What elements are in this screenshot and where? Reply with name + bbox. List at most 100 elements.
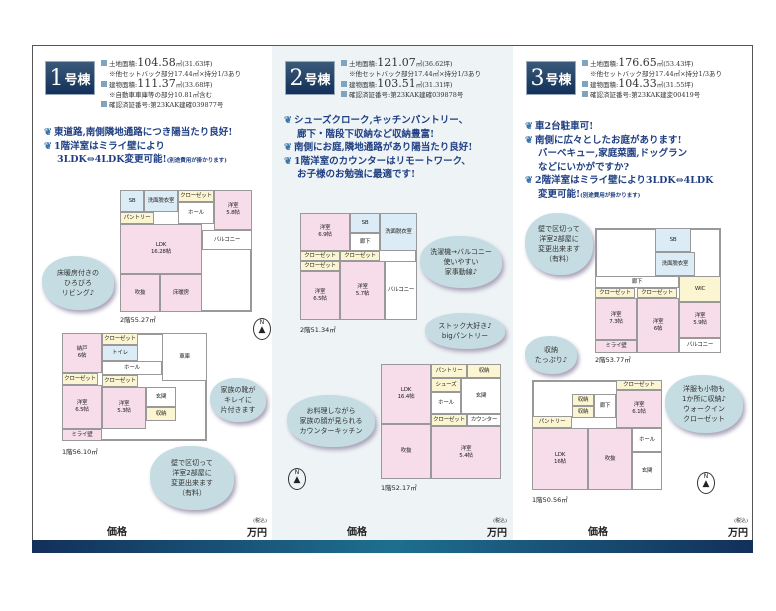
room: 吹抜 — [381, 424, 431, 479]
leaf-icon: ❦ — [44, 127, 52, 138]
land-unit: ㎡(53.43坪) — [656, 60, 694, 68]
building-number: 3 — [530, 65, 545, 91]
feature-line: ❦車2台駐車可! — [525, 121, 594, 132]
land-label: 土地面積: — [349, 60, 378, 68]
floor1-area: 1階50.56㎡ — [532, 496, 568, 504]
room: WIC — [679, 276, 721, 302]
price-unit: (税込)万円 — [728, 518, 748, 539]
floor2-area: 2階51.34㎡ — [300, 326, 336, 334]
room: クローゼット — [637, 288, 677, 298]
room: クローゼット — [102, 375, 138, 387]
building-area-value: 111.37 — [137, 77, 176, 90]
room: 吹抜 — [588, 428, 632, 490]
feature-line: などにいかがですか? — [538, 161, 630, 173]
floor2-area: 2階55.27㎡ — [120, 316, 156, 324]
room: クローゼット — [102, 333, 138, 345]
room: ホール — [178, 202, 214, 224]
room: 洋室 5.8帖 — [214, 190, 252, 230]
room: ホール — [431, 392, 461, 414]
price-label: 価格 — [588, 527, 608, 538]
footer-band — [32, 540, 753, 553]
certificate-number: 確認済証番号:第23KAK建変00419号 — [590, 91, 701, 99]
leaf-icon: ❦ — [284, 142, 292, 153]
callout-bubble: 収納 たっぷり♪ — [525, 336, 577, 374]
room: 収納 — [572, 406, 594, 418]
callout-bubble: 洋服も小物も 1か所に収納♪ ウォークイン クローゼット — [665, 375, 743, 433]
floor2-area: 2階53.77㎡ — [595, 356, 631, 364]
building-suffix: 号棟 — [64, 72, 91, 88]
room: LDK 16.28帖 — [120, 224, 202, 274]
land-unit: ㎡(31.63坪) — [175, 60, 213, 68]
building-number: 2 — [289, 65, 304, 91]
room: 収納 — [572, 394, 594, 406]
room: バルコニー — [679, 338, 721, 353]
feature-line: ❦東道路,南側隣地通路につき陽当たり良好! — [44, 127, 233, 138]
building-number: 1 — [49, 65, 64, 91]
room: バルコニー — [385, 261, 417, 320]
room: ミライ壁 — [62, 429, 102, 441]
building-area-label: 建物面積: — [349, 81, 378, 89]
specs: 土地面積:176.65㎡(53.43坪) ※他セットバック部分17.44㎡×持分… — [582, 57, 747, 100]
room: パントリー — [431, 364, 467, 378]
room: LDK 16.4帖 — [381, 364, 431, 424]
room: 床暖房 — [160, 274, 202, 312]
room: ミライ壁 — [595, 340, 637, 353]
building-note: ※自動車車庫等の部分10.81㎡含む — [109, 91, 213, 99]
room: 車庫 — [162, 333, 207, 381]
certificate-number: 確認済証番号:第23KAK建確039878号 — [349, 91, 464, 99]
leaf-icon: ❦ — [44, 140, 52, 152]
north-compass-icon: N▲ — [253, 318, 271, 340]
callout-bubble: 家族の靴が キレイに 片付きます — [210, 378, 266, 422]
callout-bubble: お料理しながら 家族の顔が見られる カウンターキッチン — [287, 395, 375, 447]
callout-bubble: ストック大好き♪ bigパントリー — [425, 313, 505, 349]
bullet-square-icon — [582, 60, 588, 66]
feature-line: ❦南側に広々としたお庭があります! — [525, 134, 682, 146]
room: 納戸 6帖 — [62, 333, 102, 373]
north-compass-icon: N▲ — [288, 468, 306, 490]
room: トイレ — [102, 345, 138, 361]
building-area-label: 建物面積: — [109, 81, 138, 89]
room: 収納 — [467, 364, 501, 378]
price-label: 価格 — [347, 527, 367, 538]
room: クローゼット — [616, 380, 662, 390]
room: ホール — [102, 361, 162, 375]
land-unit: ㎡(36.62坪) — [415, 60, 453, 68]
callout-bubble: 壁で区切って 洋室2部屋に 変更出来ます （有料） — [525, 213, 593, 275]
land-note: ※他セットバック部分17.44㎡×持分1/3あり — [349, 70, 482, 78]
land-note: ※他セットバック部分17.44㎡×持分1/3あり — [590, 70, 723, 78]
room: 収納 — [146, 407, 176, 421]
room: 廊下 — [350, 233, 380, 251]
leaf-icon: ❦ — [284, 155, 292, 167]
floor1-area: 1階52.17㎡ — [381, 484, 417, 492]
room: 洗面脱衣室 — [144, 190, 178, 212]
building-area-label: 建物面積: — [590, 81, 619, 89]
room: SB — [120, 190, 144, 212]
price-unit: (税込)万円 — [487, 518, 507, 539]
room: シューズ — [431, 378, 461, 392]
certificate-number: 確認済証番号:第23KAK建確039877号 — [109, 101, 224, 109]
callout-bubble: 床暖房付きの ひろびろ リビング♪ — [42, 256, 114, 310]
callout-bubble: 壁で区切って 洋室2部屋に 変更出来ます （有料） — [150, 446, 234, 510]
room: 洗面脱衣室 — [380, 213, 417, 251]
bullet-square-icon — [101, 81, 107, 87]
price-unit: (税込)万円 — [247, 518, 267, 539]
floor1-area: 1階56.10㎡ — [62, 448, 98, 456]
room: パントリー — [120, 212, 154, 224]
building-area-value: 104.33 — [618, 77, 657, 90]
room: 洋室 6帖 — [637, 298, 679, 353]
feature-line: ❦南側にお庭,隣地通路があり陽当たり良好! — [284, 142, 473, 153]
room: 洋室 5.3帖 — [102, 387, 146, 429]
bullet-square-icon — [582, 91, 588, 97]
feature-line: 3LDK⇔4LDK変更可能!(別途費用が掛かります) — [57, 154, 227, 165]
leaf-icon: ❦ — [525, 175, 533, 186]
callout-bubble: 洗濯機→バルコニー 使いやすい 家事動線♪ — [420, 236, 502, 288]
features-list: ❦車2台駐車可!❦南側に広々としたお庭があります!バーベキュー,家庭菜園,ドッグ… — [525, 120, 760, 203]
floor1-plan: LDK 16.4帖パントリー収納シューズホール玄関クローゼットカウンター洋室 5… — [381, 364, 501, 479]
